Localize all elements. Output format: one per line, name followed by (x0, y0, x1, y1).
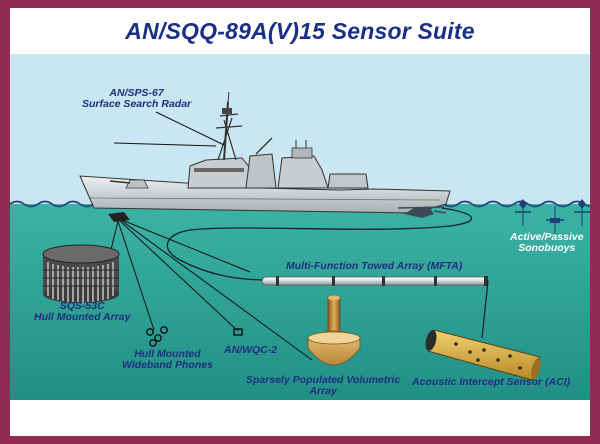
forward-stack (245, 153, 277, 189)
wqc-2-cable (119, 220, 239, 332)
wideband-label-line2: Wideband Phones (122, 359, 213, 371)
wideband-phones (146, 326, 168, 347)
label-aci: Acoustic Intercept Sensor (ACI) (412, 376, 571, 388)
spva-label-line1: Sparsely Populated Volumetric (246, 374, 401, 386)
forward-superstructure (187, 157, 257, 189)
ship-hull (79, 175, 451, 214)
aci-sensor (425, 329, 541, 381)
diagram-title: AN/SQQ-89A(V)15 Sensor Suite (125, 18, 475, 44)
sqs-label-line2: Hull Mounted Array (34, 311, 131, 323)
sqs-53c-array (42, 244, 120, 303)
radar-label-line1: AN/SPS-67 (109, 87, 164, 99)
label-wideband-phones: Hull Mounted Wideband Phones (122, 349, 213, 371)
mfta-cable-branch (121, 219, 251, 273)
label-radar: AN/SPS-67 Surface Search Radar (82, 88, 191, 110)
radar-label-line2: Surface Search Radar (82, 98, 192, 110)
label-wqc-2: AN/WQC-2 (224, 344, 278, 356)
mfta-tow-cable (166, 207, 473, 281)
radar-pointer-line (155, 111, 225, 146)
sonobuoys-label-line2: Sonobuoys (518, 242, 576, 254)
forward-gun (125, 179, 149, 189)
bottom-strip (10, 400, 590, 436)
sonar-dome (108, 212, 130, 222)
mast-pointer-line (113, 142, 217, 147)
wqc-2-transducer (233, 328, 243, 336)
label-spva: Sparsely Populated Volumetric Array (246, 375, 400, 397)
aci-tow-line (481, 280, 489, 339)
label-mfta: Multi-Function Towed Array (MFTA) (286, 260, 463, 272)
sensor-suite-diagram (10, 54, 590, 436)
label-sqs-53c: SQS-53C Hull Mounted Array (34, 301, 130, 323)
diagram-frame: AN/SQQ-89A(V)15 Sensor Suite AN/SPS-67 S… (10, 8, 590, 436)
helicopter (397, 206, 447, 218)
spva-array (307, 295, 361, 366)
wideband-label-line1: Hull Mounted (134, 348, 201, 360)
sonobuoys (515, 199, 590, 234)
wideband-phones-cable (117, 220, 155, 331)
sqs-label-line1: SQS-53C (59, 300, 105, 312)
destroyer-ship (79, 91, 451, 218)
spva-cable (121, 220, 313, 361)
aft-superstructure (277, 155, 329, 189)
spva-label-line2: Array (309, 385, 337, 397)
label-sonobuoys: Active/Passive Sonobuoys (510, 232, 584, 254)
mfta-towed-array (261, 276, 489, 286)
hangar (327, 173, 369, 189)
main-mast (215, 91, 243, 161)
sonobuoys-label-line1: Active/Passive (510, 231, 584, 243)
